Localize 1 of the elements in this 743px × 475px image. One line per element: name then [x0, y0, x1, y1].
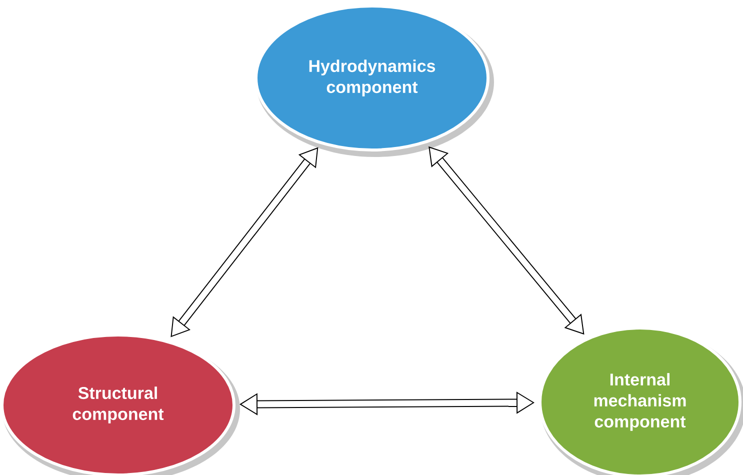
double-arrow [240, 392, 534, 416]
